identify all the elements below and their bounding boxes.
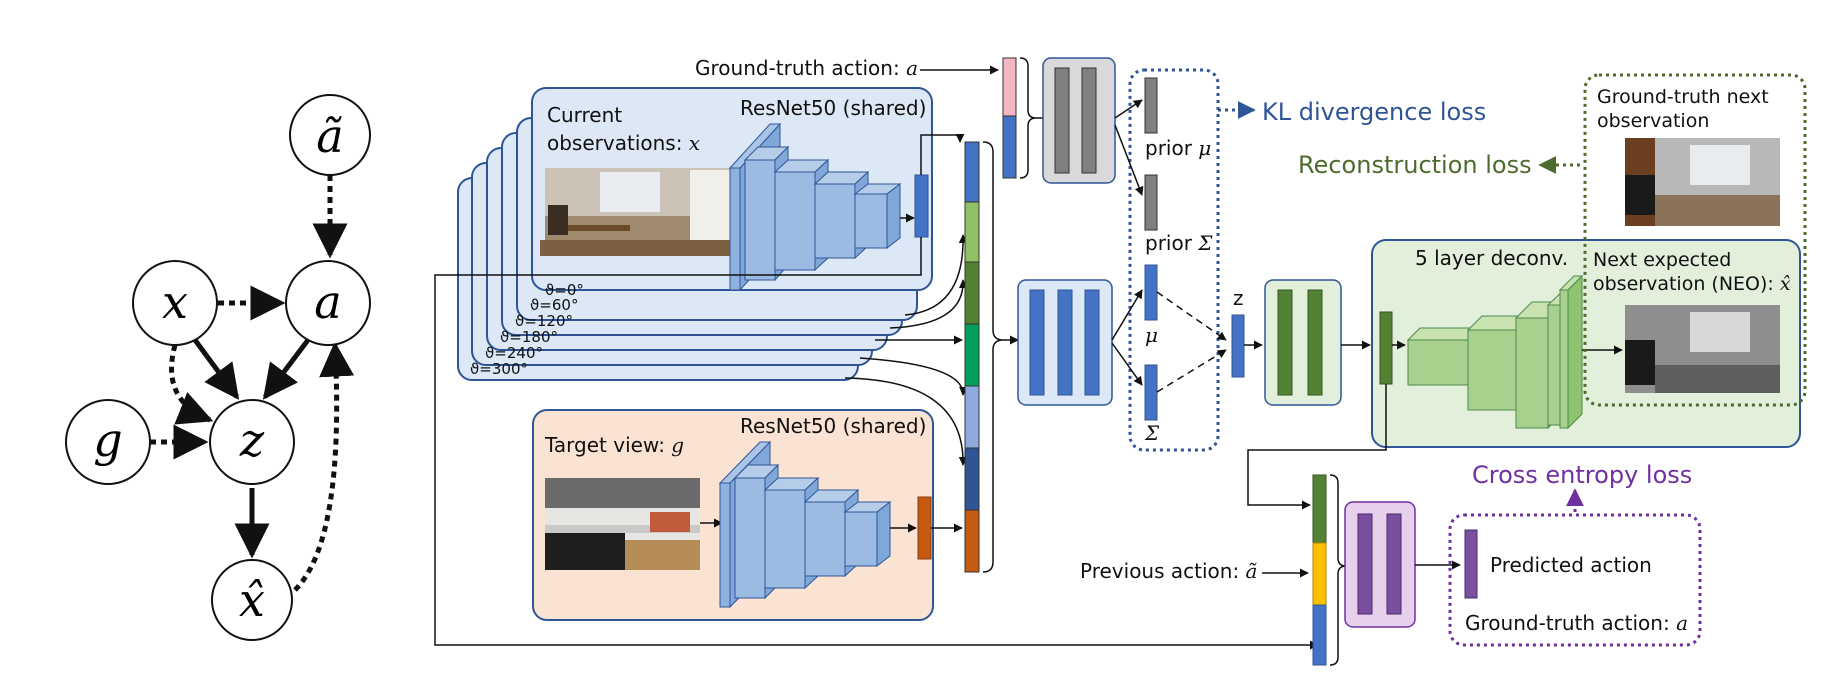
prev-action-label: Previous action: ã xyxy=(1080,559,1258,583)
prior-layer-1 xyxy=(1054,67,1070,174)
neo-title: Next expected xyxy=(1593,249,1731,271)
node-a: a xyxy=(285,260,371,346)
policy-brace xyxy=(1329,474,1347,666)
node-z: z xyxy=(209,399,295,485)
arrow-mu-z xyxy=(1156,291,1227,341)
mu-bar xyxy=(1144,264,1158,321)
prior-sigma-bar xyxy=(1144,174,1158,231)
policy-input-green xyxy=(1312,474,1327,544)
node-g: g xyxy=(65,399,151,485)
angle-label-0: ϑ=0° xyxy=(545,281,584,299)
deconv-stack xyxy=(1406,274,1584,430)
arrow-sigma-z xyxy=(1156,349,1227,393)
mu-label: μ xyxy=(1145,323,1158,347)
prior-network xyxy=(1042,57,1116,184)
current-obs-photo xyxy=(540,168,730,256)
svg-text:x: x xyxy=(162,275,188,329)
svg-text:x̂: x̂ xyxy=(239,573,265,627)
prior-mu-bar xyxy=(1144,77,1158,134)
ce-loss-label: Cross entropy loss xyxy=(1472,461,1692,489)
node-x: x xyxy=(132,260,218,346)
sigma-bar xyxy=(1144,364,1158,421)
arrow-enc-sigma xyxy=(1111,342,1143,386)
current-obs-feature xyxy=(914,174,929,238)
angle-label-240: ϑ=240° xyxy=(485,344,543,362)
angle-label-60: ϑ=60° xyxy=(530,296,578,314)
sigma-label: Σ xyxy=(1144,421,1160,445)
gt-action-embedding-pink xyxy=(1002,57,1017,117)
gt-next-obs-title: Ground-truth next xyxy=(1597,86,1769,108)
prior-brace xyxy=(1019,57,1037,179)
panel-to-concat-arrows xyxy=(844,133,969,533)
arrow-deconv-to-policy xyxy=(1247,384,1387,510)
edge-xhat-a xyxy=(293,341,355,592)
gt-action-bottom-label: Ground-truth action: a xyxy=(1465,611,1688,635)
arrow-prior-mu xyxy=(1114,99,1143,119)
prior-mu-label: prior μ xyxy=(1145,136,1211,160)
gt-next-obs-photo xyxy=(1625,138,1780,226)
neo-photo xyxy=(1625,305,1780,393)
policy-layer-1 xyxy=(1357,513,1373,615)
policy-input-yellow xyxy=(1312,542,1327,606)
concat-feature-bar xyxy=(964,141,980,573)
target-view-panel: Target view: g ResNet50 (shared) xyxy=(532,409,934,621)
encoder-layer-1 xyxy=(1029,289,1045,396)
target-view-feature xyxy=(917,496,932,560)
prior-sigma-label: prior Σ xyxy=(1145,231,1213,255)
predicted-action-bar xyxy=(1464,529,1478,599)
edge-a-z xyxy=(262,338,310,400)
policy-layer-2 xyxy=(1386,513,1402,615)
resnet-top xyxy=(728,122,902,292)
recon-loss-label: Reconstruction loss xyxy=(1298,151,1532,179)
deconv-label: 5 layer deconv. xyxy=(1415,246,1568,270)
encoder-layer-2 xyxy=(1057,289,1073,396)
resnet-label-top: ResNet50 (shared) xyxy=(740,96,926,120)
svg-text:a: a xyxy=(314,275,341,329)
arrow-prior-sigma xyxy=(1114,124,1144,196)
node-a-tilde: ã xyxy=(289,94,371,176)
arrow-enc-mu xyxy=(1111,289,1143,341)
svg-text:z: z xyxy=(239,413,265,467)
gt-action-top-label: Ground-truth action: a xyxy=(695,56,918,80)
observation-stack: ϑ=0° ϑ=60° ϑ=120° ϑ=180° ϑ=240° ϑ=300° C… xyxy=(457,87,933,381)
graphical-model: ã x a g z x̂ xyxy=(65,94,371,641)
edge-x-z xyxy=(192,338,240,400)
svg-text:g: g xyxy=(93,413,122,467)
svg-text:ã: ã xyxy=(316,109,343,163)
current-obs-title: Current xyxy=(547,103,622,127)
resnet-label-bottom: ResNet50 (shared) xyxy=(740,414,926,438)
edge-x-z-dotted xyxy=(169,344,214,425)
encoder-layer-3 xyxy=(1084,289,1100,396)
policy-input-blue xyxy=(1312,604,1327,666)
target-view-label: Target view: g xyxy=(544,433,684,457)
concat-brace xyxy=(982,141,1004,573)
node-x-hat: x̂ xyxy=(211,559,293,641)
predicted-action-label: Predicted action xyxy=(1490,553,1652,577)
policy-network xyxy=(1344,501,1416,628)
z-bar xyxy=(1231,314,1245,378)
gt-action-embedding-blue xyxy=(1002,115,1017,179)
decoder-layer-1 xyxy=(1277,289,1293,396)
angle-label-300: ϑ=300° xyxy=(470,360,528,378)
decoder-network xyxy=(1264,279,1342,406)
angle-label-180: ϑ=180° xyxy=(500,328,558,346)
angle-label-120: ϑ=120° xyxy=(515,312,573,330)
resnet-bottom xyxy=(718,440,892,609)
recon-target-box xyxy=(1583,73,1807,407)
deconv-input-bar xyxy=(1379,311,1393,385)
distribution-params-box xyxy=(1128,68,1220,452)
gt-next-obs-subtitle: observation xyxy=(1597,110,1709,132)
z-label: z xyxy=(1233,286,1244,310)
long-skip-connection xyxy=(434,237,1319,650)
current-obs-subtitle: observations: x xyxy=(547,131,700,155)
target-view-photo xyxy=(545,478,700,570)
predicted-action-box xyxy=(1448,513,1702,647)
prior-layer-2 xyxy=(1081,67,1097,174)
neo-subtitle: observation (NEO): x̂ xyxy=(1593,273,1791,295)
kl-loss-label: KL divergence loss xyxy=(1262,98,1486,126)
decoder-layer-2 xyxy=(1307,289,1323,396)
